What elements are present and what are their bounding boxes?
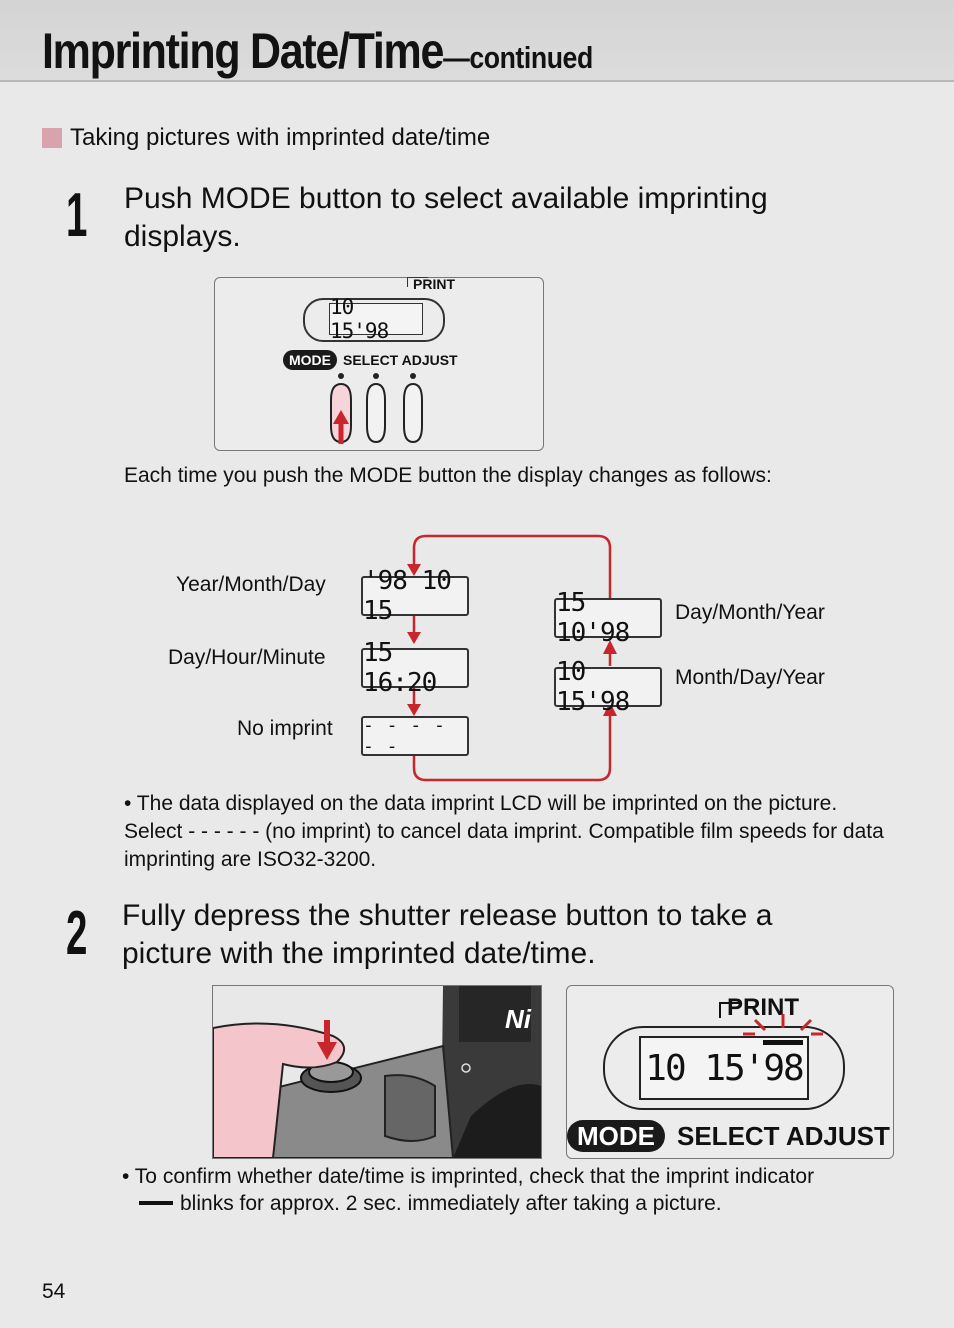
imprint-indicator-blinking — [743, 1014, 823, 1045]
lcd-housing — [303, 298, 445, 342]
mode-button[interactable] — [330, 382, 352, 444]
step-1-note: • The data displayed on the data imprint… — [124, 792, 884, 871]
data-imprint-lcd: 10 15'98 — [639, 1036, 809, 1100]
select-adjust-label: SELECT ADJUST — [343, 352, 458, 368]
section-heading: Taking pictures with imprinted date/time — [70, 124, 491, 151]
display-label-month-day-year: Month/Day/Year — [675, 666, 825, 689]
display-label-day-hour-minute: Day/Hour/Minute — [168, 646, 326, 669]
camera-brand-logo: Ni — [505, 1004, 531, 1034]
title-bar — [0, 0, 954, 82]
step-2-instruction: Fully depress the shutter release button… — [122, 899, 773, 970]
lcd-no-imprint: - - - - - - — [361, 715, 469, 757]
step-2-note-line-1: • To confirm whether date/time is imprin… — [122, 1165, 815, 1188]
section-marker-square — [42, 128, 62, 148]
print-label: PRINT — [413, 276, 455, 292]
step-1-number: 1 — [66, 181, 88, 250]
title-main: Imprinting Date/Time — [42, 23, 444, 79]
print-bracket — [719, 1002, 739, 1018]
page-title: Imprinting Date/Time—continued — [42, 22, 593, 80]
lcd-housing — [603, 1026, 845, 1110]
lcd-day-month-year: 15 10'98 — [554, 588, 662, 648]
step-2-note-line-2: blinks for approx. 2 sec. immediately af… — [180, 1192, 722, 1215]
page-number: 54 — [42, 1280, 66, 1303]
step-1-instruction: Push MODE button to select available imp… — [124, 182, 768, 253]
mode-label: MODE — [283, 350, 337, 370]
print-label: PRINT — [727, 994, 799, 1021]
lcd-day-hour-minute: 15 16:20 — [361, 638, 469, 698]
display-cycle-arrows — [407, 534, 617, 782]
title-suffix: —continued — [443, 40, 593, 75]
camera-buttons-illustration — [330, 373, 423, 444]
imprint-indicator-dash — [139, 1201, 173, 1205]
button-labels: MODE SELECT ADJUST — [567, 1120, 890, 1152]
adjust-button[interactable] — [403, 382, 423, 444]
lcd-month-day-year: 10 15'98 — [554, 657, 662, 717]
button-labels: MODE SELECT ADJUST — [283, 350, 458, 370]
camera-top-panel: PRINT 10 15'98 MODE SELECT ADJUST — [214, 276, 544, 451]
print-bracket — [407, 277, 428, 287]
lcd-panel-enlarged: PRINT 10 15'98 MODE SELECT ADJUST — [566, 985, 894, 1159]
camera-body-drawing — [213, 986, 541, 1158]
display-label-day-month-year: Day/Month/Year — [675, 601, 825, 624]
shutter-release-illustration: Ni — [212, 985, 542, 1159]
select-button[interactable] — [366, 382, 386, 444]
step-1-intro: Each time you push the MODE button the d… — [124, 464, 772, 487]
select-adjust-label: SELECT ADJUST — [677, 1120, 890, 1151]
mode-label: MODE — [567, 1120, 665, 1152]
display-label-year-month-day: Year/Month/Day — [176, 573, 326, 596]
step-2-number: 2 — [66, 899, 88, 968]
lcd-year-month-day: '98 10 15 — [361, 566, 469, 626]
data-imprint-lcd: 10 15'98 — [329, 295, 423, 343]
display-label-no-imprint: No imprint — [237, 717, 333, 740]
